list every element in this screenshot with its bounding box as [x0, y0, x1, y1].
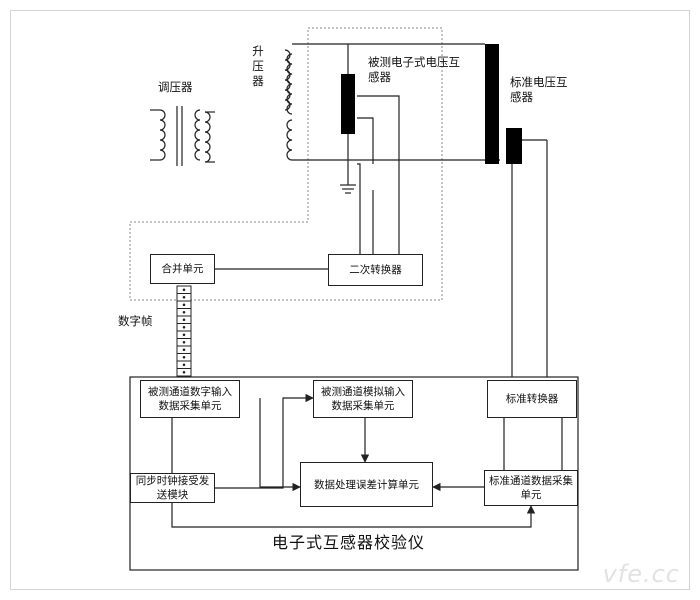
frame-dot	[182, 303, 186, 307]
data-processing-box: 数据处理误差计算单元	[300, 462, 433, 507]
secondary-converter-box: 二次转换器	[328, 254, 423, 286]
frame-dot	[182, 340, 186, 344]
dut-analog-acquisition-box: 被测通道模拟输入数据采集单元	[313, 380, 413, 418]
calibrator-title: 电子式互感器校验仪	[272, 533, 426, 552]
frame-dot	[182, 318, 186, 322]
dut-digital-acquisition-box: 被测通道数字输入数据采集单元	[140, 380, 240, 418]
data-frame-label: 数字帧	[118, 314, 153, 328]
frame-dot	[182, 288, 186, 292]
std-transformer-symbol	[485, 44, 548, 377]
std-converter-box: 标准转换器	[487, 380, 577, 418]
sync-clock-box: 同步时钟接受发送模块	[130, 473, 215, 503]
dut-dashed-boundary	[129, 27, 443, 301]
step-up-transformer-symbol	[284, 43, 500, 161]
regulator-symbol	[150, 106, 215, 166]
frame-dot	[182, 370, 186, 374]
frame-dot	[182, 355, 186, 359]
std-transformer-label: 标准电压互感器	[510, 75, 568, 104]
frame-dot	[182, 363, 186, 367]
watermark: vfe.cc	[602, 560, 680, 588]
frame-dot	[182, 325, 186, 329]
frame-dot	[182, 333, 186, 337]
frame-dot	[182, 348, 186, 352]
calibrator-connections	[171, 393, 563, 528]
image-border	[10, 10, 690, 590]
step-up-label: 升压器	[252, 44, 264, 88]
frame-dot	[182, 310, 186, 314]
dut-transformer-symbol	[340, 43, 485, 255]
merging-unit-box: 合并单元	[150, 254, 215, 284]
frame-dot	[182, 295, 186, 299]
dut-transformer-label: 被测电子式电压互感器	[368, 55, 460, 84]
digital-frame-stack	[176, 285, 192, 377]
std-channel-acquisition-box: 标准通道数据采集单元	[484, 470, 578, 506]
regulator-label: 调压器	[158, 80, 193, 94]
